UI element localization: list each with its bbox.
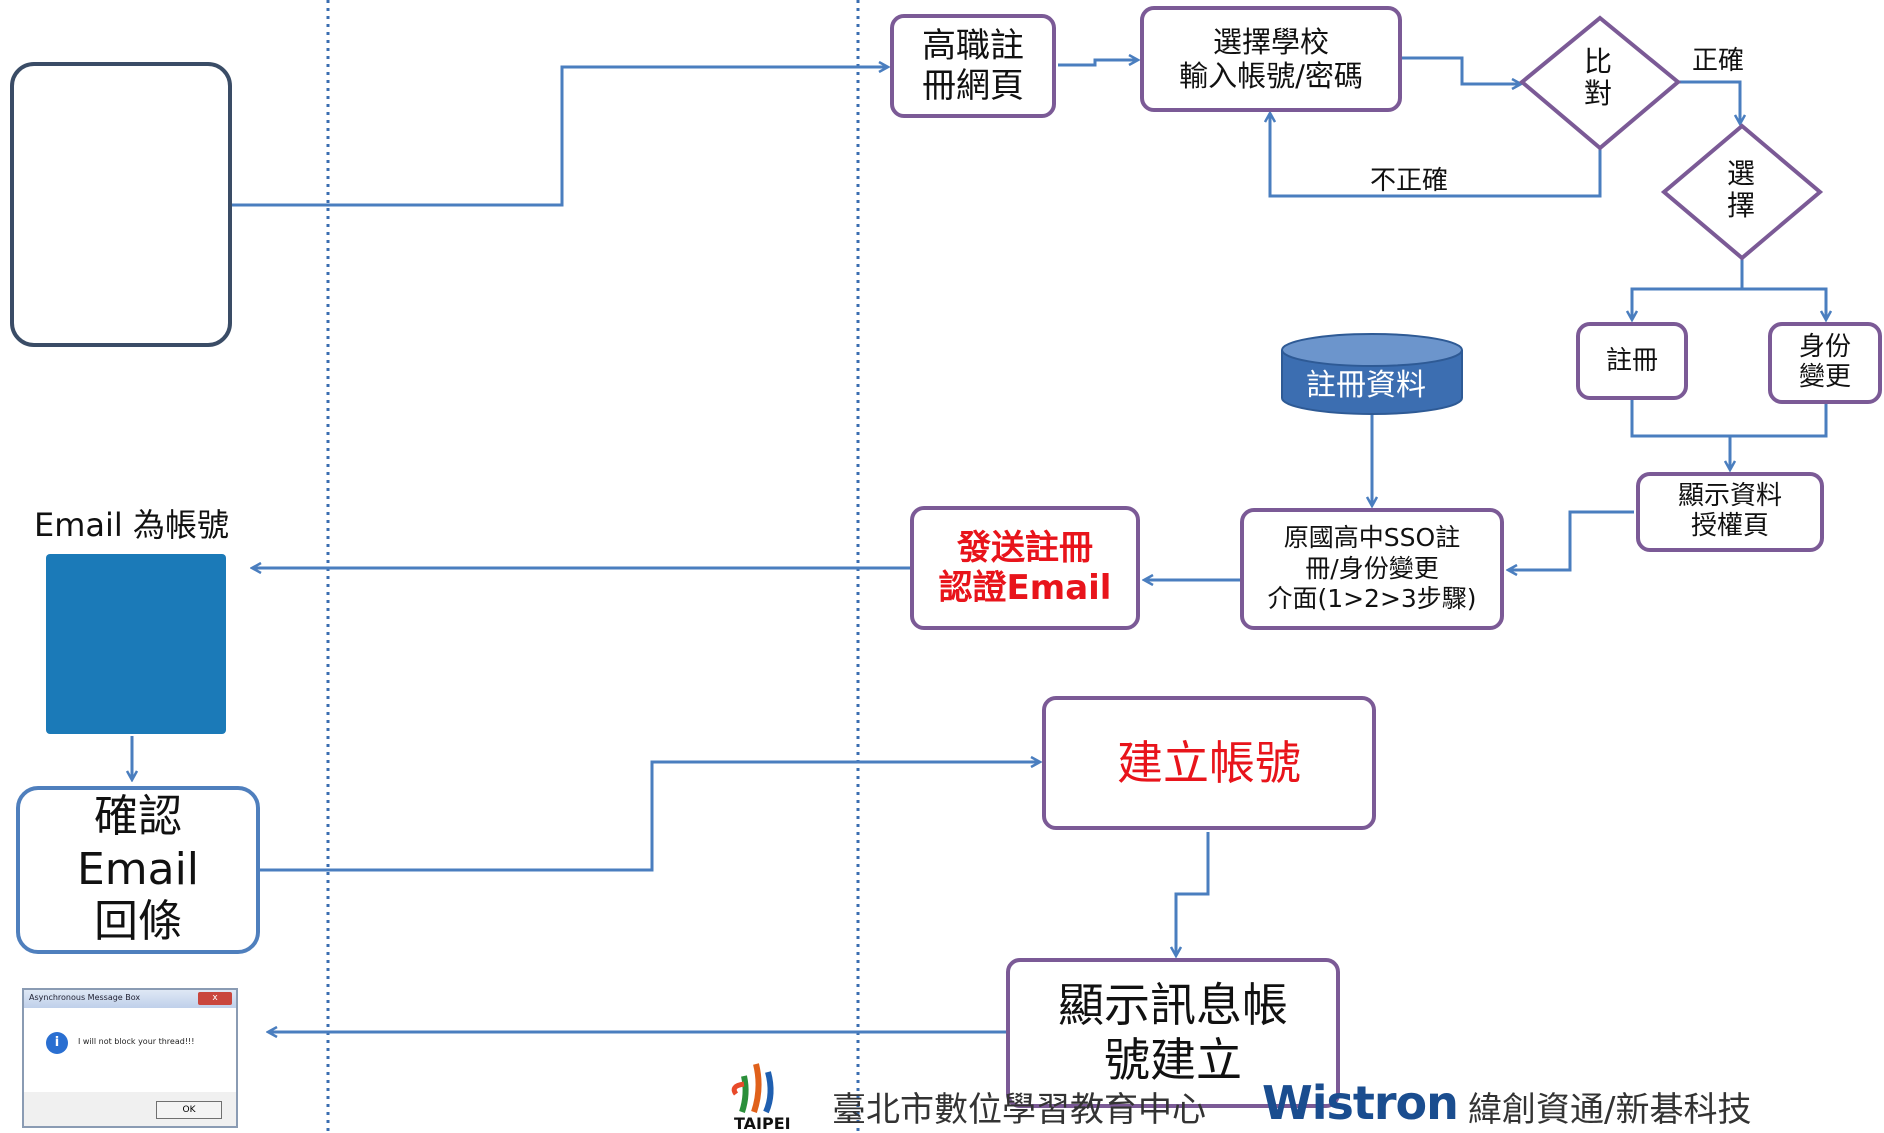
edge-register-merge [1630,400,1730,470]
confirm-email-line-2: Email [76,843,200,895]
show-message-node: 顯示訊息帳 號建立 [1006,958,1340,1108]
edge-label-correct: 正確 [1692,46,1745,76]
edge-compare-incorrect [1270,113,1602,198]
show-data-auth-node: 顯示資料 授權頁 [1636,472,1824,552]
edge-choose-to-identity [1742,287,1826,320]
edge-login-to-compare [1402,56,1521,84]
choose-diamond [1660,123,1824,261]
edge-confirm-to-create [260,762,1040,872]
vocational-register-page-node: 高職註 冊網頁 [890,14,1056,118]
database-cylinder [1281,333,1463,415]
edge-create-to-message [1176,832,1210,956]
footer-company-name: 緯創資通/新碁科技 [1468,1090,1752,1130]
edge-user-to-register-page [232,67,888,207]
confirm-email-line-3: 回條 [94,896,182,948]
edge-auth-to-sso [1508,510,1634,570]
email-as-account-label: Email 為帳號 [34,506,229,544]
confirm-email-receipt-node: 確認 Email 回條 [16,786,260,954]
compare-decision-label: 比 對 [1584,45,1613,111]
edge-label-incorrect: 不正確 [1370,166,1449,196]
async-message-box: Asynchronous Message Box x i I will not … [22,988,238,1128]
user-group-box [10,62,232,347]
edge-identity-merge [1730,402,1828,438]
edge-choose-split [1632,258,1744,320]
identity-change-node: 身份 變更 [1768,322,1882,404]
taipei-logo-text: TAIPEI [734,1114,791,1133]
send-email-node: 發送註冊 認證Email [910,506,1140,630]
edge-register-page-to-login [1058,60,1138,67]
info-icon: i [46,1032,68,1054]
message-box-body: i I will not block your thread!!! [24,1008,236,1092]
choose-decision-label: 選 擇 [1727,157,1756,223]
sso-interface-node: 原國高中SSO註 冊/身份變更 介面(1>2>3步驟) [1240,508,1504,630]
footer-brand-logo: Wistron [1262,1076,1459,1130]
footer-org-name: 臺北市數位學習教育中心 [832,1090,1206,1130]
compare-diamond [1518,15,1682,151]
email-tile [46,554,226,734]
confirm-email-line-1: 確認 [94,790,182,842]
message-box-ok-button[interactable]: OK [156,1101,222,1119]
message-box-title: Asynchronous Message Box x [24,990,236,1008]
register-node: 註冊 [1576,322,1688,400]
message-box-title-text: Asynchronous Message Box [29,993,141,1002]
create-account-node: 建立帳號 [1042,696,1376,830]
message-box-text: I will not block your thread!!! [78,1037,195,1046]
select-school-login-node: 選擇學校 輸入帳號/密碼 [1140,6,1402,112]
message-box-close-button[interactable]: x [198,992,232,1005]
taipei-logo-icon [731,1063,774,1114]
registration-data-db-label: 註冊資料 [1306,368,1426,403]
edge-compare-correct [1678,80,1740,124]
